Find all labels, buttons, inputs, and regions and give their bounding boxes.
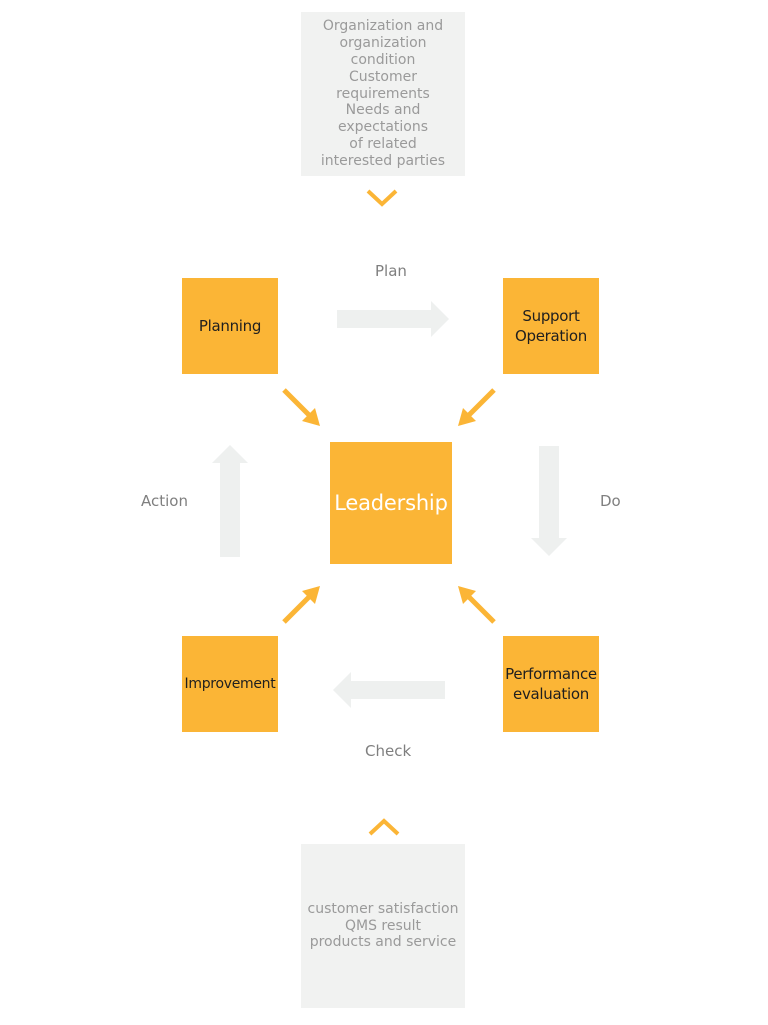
- arrow-right-icon: [337, 301, 449, 337]
- node-performance-label: Performance evaluation: [505, 665, 597, 703]
- chevron-up-icon: [368, 818, 400, 836]
- arrow-down-icon: [531, 446, 567, 556]
- arrow-diagonal-performance-icon: [458, 586, 496, 624]
- chevron-down-icon: [366, 189, 398, 207]
- input-box-text: Organization and organization condition …: [320, 18, 446, 169]
- output-box-text: customer satisfaction QMS result product…: [307, 900, 459, 951]
- node-support-operation: Support Operation: [503, 278, 599, 374]
- node-planning: Planning: [182, 278, 278, 374]
- arrow-diagonal-planning-icon: [282, 388, 320, 426]
- node-leadership-label: Leadership: [334, 491, 448, 515]
- input-box: Organization and organization condition …: [301, 12, 465, 176]
- phase-label-do: Do: [600, 492, 621, 510]
- arrow-up-icon: [212, 445, 248, 557]
- phase-label-action: Action: [141, 492, 188, 510]
- phase-label-plan: Plan: [375, 262, 407, 280]
- arrow-diagonal-support-icon: [458, 388, 496, 426]
- arrow-diagonal-improvement-icon: [282, 586, 320, 624]
- node-planning-label: Planning: [198, 317, 262, 335]
- node-performance-evaluation: Performance evaluation: [503, 636, 599, 732]
- node-improvement-label: Improvement: [184, 676, 276, 692]
- arrow-left-icon: [333, 672, 445, 708]
- node-leadership: Leadership: [330, 442, 452, 564]
- node-support-label: Support Operation: [515, 307, 587, 345]
- node-improvement: Improvement: [182, 636, 278, 732]
- output-box: customer satisfaction QMS result product…: [301, 844, 465, 1008]
- phase-label-check: Check: [365, 742, 412, 760]
